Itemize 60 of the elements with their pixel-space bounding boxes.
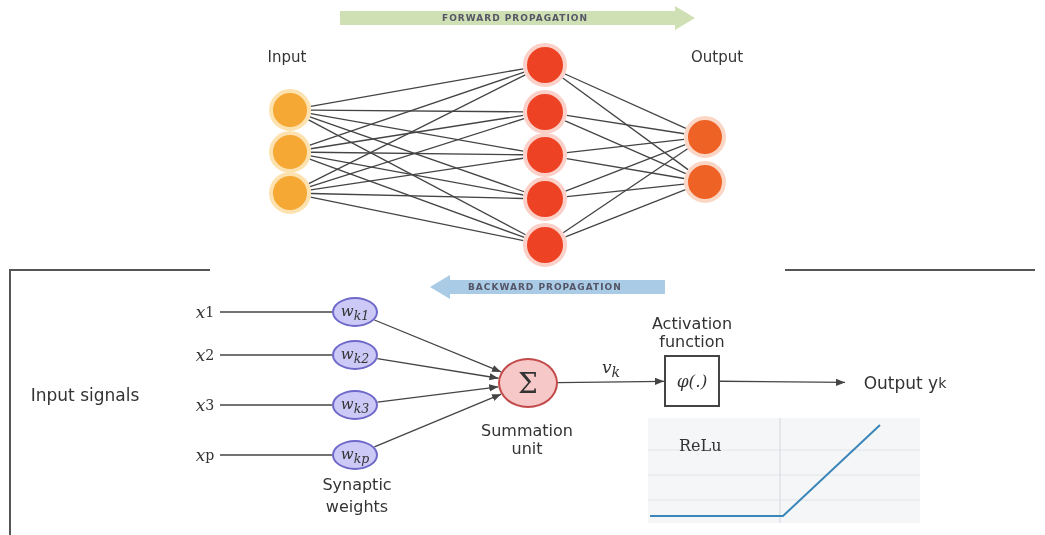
connection-line bbox=[309, 158, 525, 239]
arrow bbox=[373, 393, 502, 448]
connection-line bbox=[310, 68, 524, 107]
arrow bbox=[376, 357, 500, 381]
connection-line bbox=[562, 148, 689, 234]
weight-symbol: w$_{k2}$ bbox=[340, 344, 370, 366]
connection-line bbox=[309, 71, 525, 146]
weight-symbol: w$_{kp}$ bbox=[340, 444, 370, 466]
hidden-neuron-circle bbox=[523, 177, 567, 221]
connection-line bbox=[219, 354, 333, 356]
layer-label: Output bbox=[691, 48, 744, 66]
arrow bbox=[557, 377, 665, 386]
hidden-neuron-circle bbox=[523, 43, 567, 87]
function-symbol: φ(.) bbox=[676, 371, 708, 391]
arrow bbox=[376, 384, 499, 403]
weight-symbol: w$_{k1}$ bbox=[340, 301, 370, 323]
connection-line bbox=[564, 73, 687, 130]
connection-line bbox=[309, 196, 525, 242]
summation-circle bbox=[498, 358, 558, 408]
arrow bbox=[373, 319, 502, 373]
connection-line bbox=[566, 183, 685, 198]
sigma-symbol: Σ bbox=[518, 366, 538, 400]
input-neuron-circle bbox=[269, 89, 311, 131]
connection-line bbox=[564, 143, 687, 192]
input-neuron-circle bbox=[269, 172, 311, 214]
arrow-caption: FORWARD PROPAGATION bbox=[442, 13, 588, 23]
connection-line bbox=[219, 454, 333, 456]
connection-line bbox=[308, 74, 526, 185]
hidden-neuron-circle bbox=[523, 90, 567, 134]
summation-unit-caption: Summation unit bbox=[480, 422, 574, 458]
activation-function-caption: Activation function bbox=[650, 315, 734, 351]
output-neuron-circle bbox=[684, 161, 726, 203]
connection-line bbox=[307, 119, 527, 236]
synaptic-weights-caption: Synaptic weights bbox=[321, 474, 393, 518]
arrow-caption: BACKWARD PROPAGATION bbox=[468, 282, 622, 292]
connection-line bbox=[219, 311, 333, 313]
connection-line bbox=[310, 192, 524, 200]
weight-circle bbox=[332, 340, 378, 370]
input-neuron-circle bbox=[269, 131, 311, 173]
weight-circle bbox=[332, 440, 378, 470]
connection-line bbox=[310, 151, 524, 156]
connection-line bbox=[564, 189, 687, 238]
weight-circle bbox=[332, 390, 378, 420]
input-signals-caption: Input signals bbox=[30, 384, 140, 406]
weight-circle bbox=[332, 297, 378, 327]
connection-line bbox=[564, 120, 687, 175]
chart-title: ReLu bbox=[679, 435, 722, 455]
hidden-neuron-circle bbox=[523, 223, 567, 267]
weight-symbol: w$_{k3}$ bbox=[340, 394, 370, 416]
connection-line bbox=[310, 109, 524, 113]
arrow bbox=[719, 378, 846, 386]
hidden-neuron-circle bbox=[523, 133, 567, 177]
connection-line bbox=[566, 114, 685, 135]
activation-function-box bbox=[664, 355, 720, 407]
connection-line bbox=[566, 158, 685, 180]
connection-line bbox=[219, 404, 333, 406]
output-neuron-circle bbox=[684, 116, 726, 158]
connection-line bbox=[566, 138, 685, 154]
connection-line bbox=[562, 77, 689, 171]
layer-label: Input bbox=[267, 48, 307, 66]
